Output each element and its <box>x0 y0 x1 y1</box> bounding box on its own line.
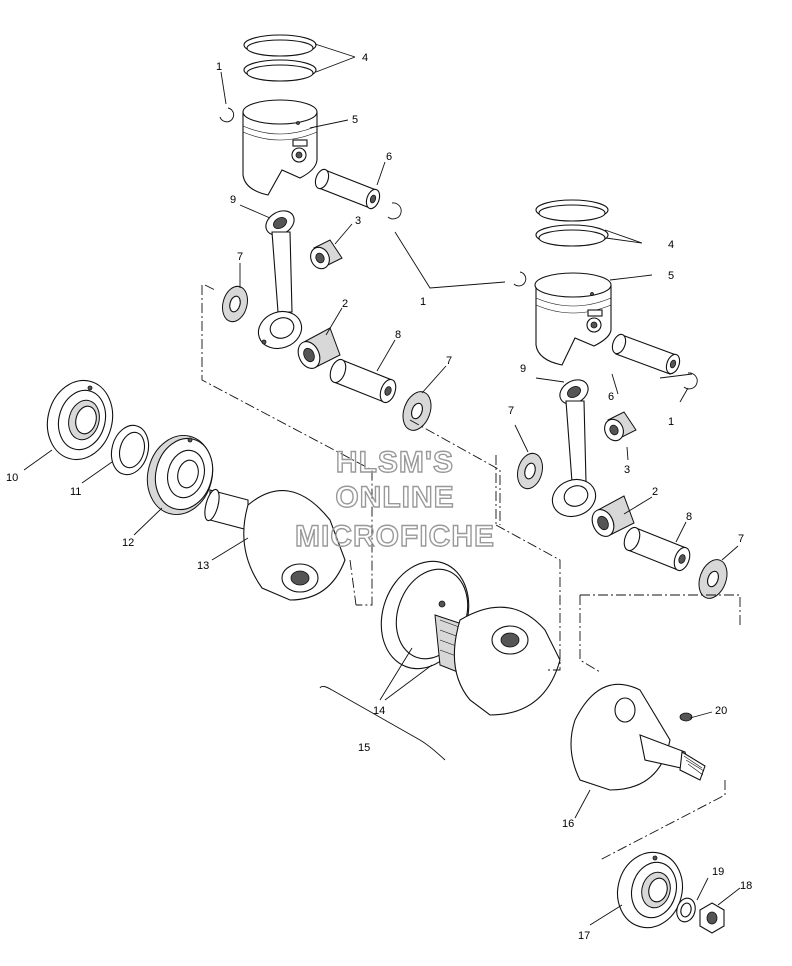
crank-pin-right <box>623 526 691 572</box>
callout-16: 16 <box>562 818 574 830</box>
crankshaft-half-13 <box>204 488 346 601</box>
circlip-right-top <box>513 271 527 287</box>
callout-5: 5 <box>352 114 358 126</box>
callout-12: 12 <box>122 537 134 549</box>
circlip-left-pin <box>387 202 402 220</box>
callout-2: 2 <box>342 298 348 310</box>
callout-1: 1 <box>216 61 222 73</box>
needle-bearing-large-right <box>591 495 635 537</box>
callout-labels: 1 4 5 6 9 3 7 2 8 7 1 4 5 9 6 1 7 3 2 8 … <box>6 52 752 942</box>
alignment-lines <box>201 284 741 861</box>
wrist-pin-left <box>314 168 381 210</box>
callout-13: 13 <box>197 560 209 572</box>
callout-7: 7 <box>508 405 514 417</box>
watermark-line-2: ONLINE <box>335 481 454 514</box>
callout-20: 20 <box>715 705 727 717</box>
callout-6: 6 <box>608 391 614 403</box>
thrust-washer-right-a <box>517 452 543 490</box>
callout-7: 7 <box>738 533 744 545</box>
callout-5: 5 <box>668 270 674 282</box>
callout-4: 4 <box>668 239 674 251</box>
needle-bearing-large-left <box>297 327 341 369</box>
connecting-rod-left <box>257 210 303 350</box>
callout-15: 15 <box>358 742 370 754</box>
piston-left <box>242 99 318 196</box>
thrust-washer-right-b <box>698 559 728 599</box>
piston-right <box>534 272 612 366</box>
callout-1: 1 <box>420 296 426 308</box>
circlip-right-pin <box>683 372 698 390</box>
callout-19: 19 <box>712 866 724 878</box>
callout-6: 6 <box>386 151 392 163</box>
callout-3: 3 <box>624 464 630 476</box>
callout-2: 2 <box>652 486 658 498</box>
thrust-washer-left-b <box>402 391 432 431</box>
callout-10: 10 <box>6 472 18 484</box>
spacer-ring-11 <box>110 424 150 476</box>
callout-1: 1 <box>668 416 674 428</box>
watermark-line-3: MICROFICHE <box>295 520 495 553</box>
callout-18: 18 <box>740 880 752 892</box>
callout-14: 14 <box>373 705 385 717</box>
crankshaft-half-16 <box>570 683 706 791</box>
connecting-rod-right <box>551 379 597 518</box>
thrust-washer-left-a <box>222 285 248 323</box>
wrist-pin-right <box>611 333 681 375</box>
callout-17: 17 <box>578 930 590 942</box>
callout-11: 11 <box>70 486 81 498</box>
callout-9: 9 <box>230 194 236 206</box>
crank-center-14 <box>380 560 561 716</box>
callout-4: 4 <box>362 52 368 64</box>
needle-bearing-small-left <box>310 239 343 270</box>
callout-9: 9 <box>520 363 526 375</box>
callout-7: 7 <box>237 251 243 263</box>
callout-8: 8 <box>395 329 401 341</box>
nut-18 <box>699 902 725 934</box>
main-bearing-12 <box>146 434 214 516</box>
main-bearing-10 <box>46 379 114 461</box>
leader-lines <box>23 43 741 926</box>
watermark-line-1: HLSM'S <box>336 446 454 479</box>
needle-bearing-small-right <box>604 411 637 442</box>
callout-8: 8 <box>686 511 692 523</box>
key-20 <box>679 712 693 722</box>
piston-rings-right <box>535 199 609 247</box>
circlip-left-top <box>219 107 235 123</box>
crank-pin-left <box>329 358 397 404</box>
callout-3: 3 <box>355 215 361 227</box>
main-bearing-17 <box>617 851 683 929</box>
piston-rings-left <box>243 34 317 82</box>
watermark: HLSM'S ONLINE MICROFICHE <box>294 445 495 553</box>
callout-7: 7 <box>446 355 452 367</box>
washer-19 <box>676 897 696 923</box>
